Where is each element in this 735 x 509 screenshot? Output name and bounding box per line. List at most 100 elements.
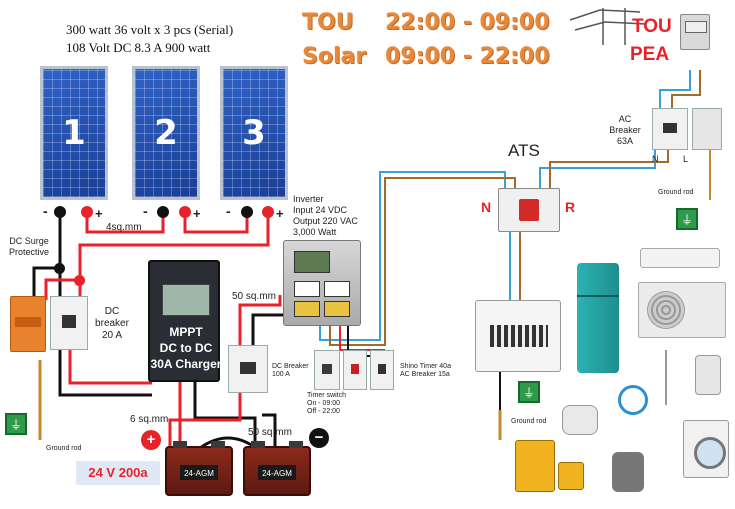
mppt-line-1: MPPT (169, 325, 203, 339)
inverter-line-3: 3,000 Watt (293, 227, 337, 237)
plus-sign: + (146, 431, 156, 448)
wire-ac-brown-2 (549, 140, 669, 190)
solar-time: 09:00 - 22:00 (385, 44, 550, 69)
wire-red-panel2 (183, 213, 249, 234)
battery-spec: 24 V 200a (88, 465, 148, 480)
solar-label: Solar (302, 44, 367, 69)
ground-symbol-panel: ⏚ (518, 381, 540, 403)
water-heater (695, 355, 721, 395)
panel3-pos-terminal (262, 206, 274, 218)
ground-symbol-dc: ⏚ (5, 413, 27, 435)
wire-black-breaker-mppt (58, 350, 152, 397)
ground-rod-label-panel: Ground rod (511, 418, 547, 425)
ac-breaker-rcd (692, 108, 722, 150)
rice-cooker (562, 405, 598, 435)
panel3-pos-sign: + (276, 206, 284, 221)
battery-2: 24-AGM (243, 441, 311, 496)
washing-machine (683, 420, 729, 478)
junction-red (74, 275, 85, 286)
ground-rods (38, 360, 502, 440)
electric-fan (618, 385, 648, 415)
ground-rod-label-ac: Ground rod (658, 189, 694, 196)
ats-n-label: N (481, 199, 492, 215)
electric-kettle (612, 452, 644, 492)
battery-1-label: 24-AGM (179, 465, 219, 481)
mppt-charger: MPPT DC to DC 30A Charger (148, 260, 222, 382)
panel2-neg-terminal (157, 206, 169, 218)
grid-tou-label: TOU (632, 16, 672, 37)
dc-surge-protector (10, 296, 46, 352)
battery-2-label: 24-AGM (257, 465, 297, 481)
distribution-panel (475, 300, 561, 372)
ats-label: ATS (508, 141, 540, 160)
wire-4sq-label: 4sq.mm (106, 222, 142, 233)
dc-breaker-20a-label: DC breaker 20 A (95, 306, 129, 341)
ats-switch (498, 188, 560, 232)
panel2-pos-terminal (179, 206, 191, 218)
dc-breaker-100a (228, 345, 268, 393)
mppt-line-2: DC to DC (159, 341, 213, 355)
mppt-line-3: 30A Charger (150, 357, 222, 371)
panel2-pos-sign: + (193, 206, 201, 221)
ground-icon: ⏚ (522, 385, 535, 400)
dc-breaker-100a-label: DC Breaker 100 A (272, 363, 309, 378)
electric-meter (680, 14, 710, 50)
ground-rod-label-dc: Ground rod (46, 445, 82, 452)
panel3-neg-terminal (241, 206, 253, 218)
ac-breaker-label: AC Breaker 63A (609, 114, 641, 146)
battery-1: 24-AGM (165, 441, 233, 496)
air-conditioner-outdoor (638, 282, 726, 338)
ac-breaker-63a (652, 108, 688, 150)
timer-switch-label: Timer switch On - 09:00 Off - 22:00 (307, 392, 347, 415)
junction-black (54, 263, 65, 274)
solar-panel-3: 3 (220, 66, 288, 200)
panel1-neg-sign: - (43, 203, 48, 219)
shower-head (665, 350, 683, 405)
dc-breaker-20a (50, 296, 88, 350)
surge-label: DC Surge Protective (8, 236, 50, 257)
wire-battery-link (199, 436, 257, 450)
panel1-neg-terminal (54, 206, 66, 218)
ground-icon: ⏚ (9, 417, 22, 432)
grid-pea-label: PEA (630, 44, 670, 65)
spec-line-1: 300 watt 36 volt x 3 pcs (Serial) (66, 22, 234, 37)
battery-negative-symbol: − (309, 428, 329, 448)
panel1-pos-sign: + (95, 206, 103, 221)
wire-inv-timer-red (339, 325, 385, 351)
wire-red-main (78, 213, 270, 300)
wire-red-surge (44, 278, 80, 300)
ground-icon: ⏚ (680, 212, 693, 227)
minus-sign: − (314, 429, 324, 446)
panel3-neg-sign: - (226, 203, 231, 219)
wire-grid-brown (671, 70, 701, 108)
refrigerator (577, 263, 619, 373)
water-pump (515, 440, 555, 492)
wire-black-surge (32, 266, 60, 300)
timer-switch (314, 350, 340, 390)
wire-red-breaker-mppt (68, 350, 152, 385)
panel-number: 1 (62, 113, 86, 153)
wire-ac-brown-1 (329, 177, 516, 346)
wire-grid-blue (659, 70, 691, 108)
battery-positive-symbol: + (141, 430, 161, 450)
ac-breaker-l: L (683, 154, 689, 164)
tou-time: 22:00 - 09:00 (385, 10, 550, 35)
inverter-line-1: Input 24 VDC (293, 205, 348, 215)
inverter-spec: Inverter Input 24 VDC Output 220 VAC 3,0… (293, 194, 358, 238)
wire-red-panel1 (85, 213, 165, 234)
wire-50sq-top-label: 50 sq.mm (232, 291, 276, 302)
wire-black-battery-inv (262, 413, 277, 448)
ats-r-label: R (565, 199, 576, 215)
ground-symbol-ac: ⏚ (676, 208, 698, 230)
inverter-line-2: Output 220 VAC (293, 216, 358, 226)
air-conditioner-indoor (640, 248, 720, 268)
shino-label: Shino Timer 40a AC Breaker 15a (400, 363, 451, 378)
utility-pole-lines (569, 8, 646, 45)
wire-red-battery-breaker (168, 390, 242, 448)
water-pump-box (558, 462, 584, 490)
solar-panel-2: 2 (132, 66, 200, 200)
wire-6sq-label: 6 sq.mm (130, 414, 169, 425)
battery-spec-box: 24 V 200a (76, 461, 160, 485)
tou-label: TOU (302, 10, 354, 35)
